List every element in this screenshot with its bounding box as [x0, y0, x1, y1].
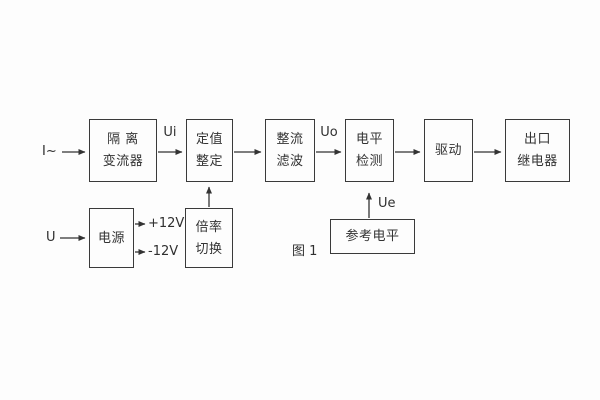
block-ratio-line2: 切换 [195, 241, 223, 257]
block-output-line2: 继电器 [517, 154, 558, 169]
block-level-line2: 检测 [355, 154, 383, 169]
block-level-line1: 电平 [355, 132, 383, 147]
block-driver: 驱动 [424, 119, 473, 182]
input-voltage-label: U [46, 230, 56, 245]
block-reference-level: 参考电平 [330, 219, 415, 254]
block-ratio-switch: 倍率 切换 [185, 208, 233, 268]
block-rectify-line2: 滤波 [276, 154, 304, 169]
block-power-line1: 电源 [97, 230, 125, 246]
signal-uo-label: Uo [320, 125, 338, 140]
block-output-relay: 出口 继电器 [505, 119, 570, 182]
block-setting-line2: 整定 [195, 154, 223, 169]
block-rectify-line1: 整流 [276, 132, 304, 147]
block-isolation-transformer: 隔 离 变流器 [89, 119, 157, 182]
block-output-line1: 出口 [523, 132, 551, 147]
block-power-supply: 电源 [89, 208, 134, 268]
rail-negative-label: -12V [148, 244, 179, 259]
block-reference-line1: 参考电平 [345, 229, 400, 244]
block-level-detector: 电平 检测 [345, 119, 394, 182]
signal-ue-label: Ue [378, 196, 396, 211]
block-setpoint-adjust: 定值 整定 [186, 119, 233, 182]
block-isolation-line1: 隔 离 [107, 132, 139, 147]
figure-caption: 图 1 [292, 244, 318, 259]
signal-ui-label: Ui [163, 125, 177, 140]
block-isolation-line2: 变流器 [102, 154, 144, 169]
block-rectifier-filter: 整流 滤波 [265, 119, 315, 182]
block-drive-line1: 驱动 [434, 143, 462, 158]
input-current-label: I~ [42, 144, 57, 159]
rail-positive-label: +12V [148, 216, 185, 231]
block-setting-line1: 定值 [195, 132, 223, 147]
block-ratio-line1: 倍率 [195, 219, 223, 235]
